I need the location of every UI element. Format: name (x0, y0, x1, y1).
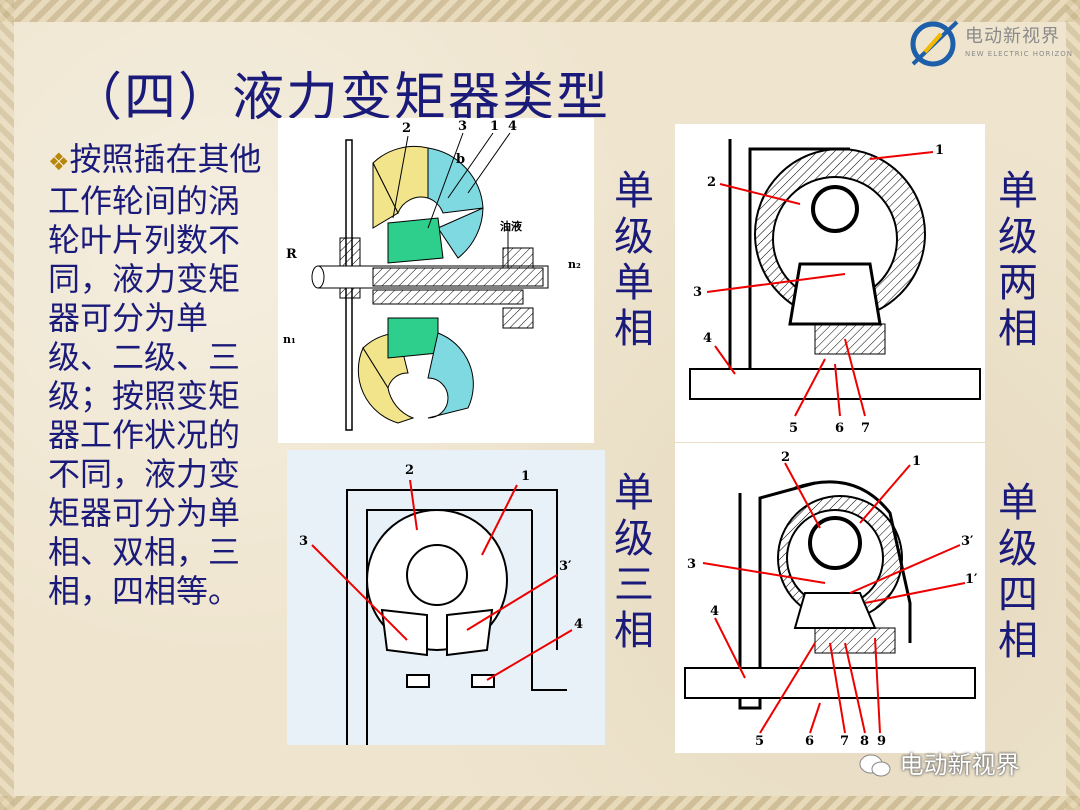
label-1: 1 (490, 119, 499, 134)
label-single-stage-four-phase: 单级四相 (998, 480, 1038, 664)
logo-name: 电动新视界 (965, 26, 1060, 47)
diagram-single-stage-two-phase: 1 2 3 4 5 6 7 (675, 124, 985, 442)
wechat-icon (859, 754, 891, 777)
bullet-icon: ❖ (48, 148, 70, 176)
label-7: 7 (861, 421, 870, 436)
decorative-border-right (1066, 0, 1080, 810)
label-single-stage-three-phase: 单级三相 (614, 470, 654, 654)
label-8: 8 (860, 734, 869, 749)
body-text: 按照插在其他工作轮间的涡轮叶片列数不同，液力变矩器可分为单级、二级、三级；按照变… (48, 140, 262, 610)
watermark-text: 电动新视界 (899, 751, 1020, 779)
label-1: 1 (935, 143, 944, 158)
body-paragraph: ❖按照插在其他工作轮间的涡轮叶片列数不同，液力变矩器可分为单级、二级、三级；按照… (48, 140, 268, 611)
label-4: 4 (574, 617, 583, 632)
diagram-torque-converter-section: 2 3 1 4 b 油液 R n₁ n₂ (278, 118, 594, 443)
logo-icon (910, 20, 959, 67)
label-b: b (456, 152, 465, 167)
label-single-stage-two-phase: 单级两相 (998, 168, 1038, 352)
label-single-stage-single-phase: 单级单相 (614, 168, 654, 352)
label-4: 4 (710, 604, 719, 619)
decorative-border-left (0, 0, 14, 810)
label-2: 2 (402, 121, 411, 136)
label-1-prime: 1′ (965, 572, 978, 587)
label-7: 7 (840, 734, 849, 749)
label-2: 2 (781, 450, 790, 465)
diagram-single-stage-three-phase: 2 1 3 3′ 4 (287, 450, 605, 745)
diagram-single-stage-four-phase: 2 1 3 3′ 1′ 4 5 6 7 8 9 (675, 443, 985, 753)
brand-logo: 电动新视界 NEW ELECTRIC HORIZON (905, 12, 1075, 72)
watermark: 电动新视界 (858, 745, 1020, 780)
label-3-prime: 3′ (961, 534, 974, 549)
label-1: 1 (912, 454, 921, 469)
label-2: 2 (405, 463, 414, 478)
label-3: 3 (693, 285, 702, 300)
logo-subtitle: NEW ELECTRIC HORIZON (965, 50, 1073, 58)
label-3-prime: 3′ (559, 559, 572, 574)
label-3: 3 (299, 534, 308, 549)
label-4: 4 (703, 331, 712, 346)
label-4: 4 (508, 119, 517, 134)
label-5: 5 (789, 421, 798, 436)
label-3: 3 (458, 119, 467, 134)
label-6: 6 (835, 421, 844, 436)
label-5: 5 (755, 734, 764, 749)
label-n2: n₂ (568, 258, 581, 271)
label-3: 3 (687, 557, 696, 572)
label-n1: n₁ (283, 333, 296, 346)
decorative-border-bottom (0, 796, 1080, 810)
label-9: 9 (877, 734, 886, 749)
label-2: 2 (707, 175, 716, 190)
label-6: 6 (805, 734, 814, 749)
decorative-border-top (0, 0, 1080, 22)
label-1: 1 (521, 469, 530, 484)
label-oil: 油液 (500, 219, 523, 233)
label-R: R (286, 247, 297, 262)
